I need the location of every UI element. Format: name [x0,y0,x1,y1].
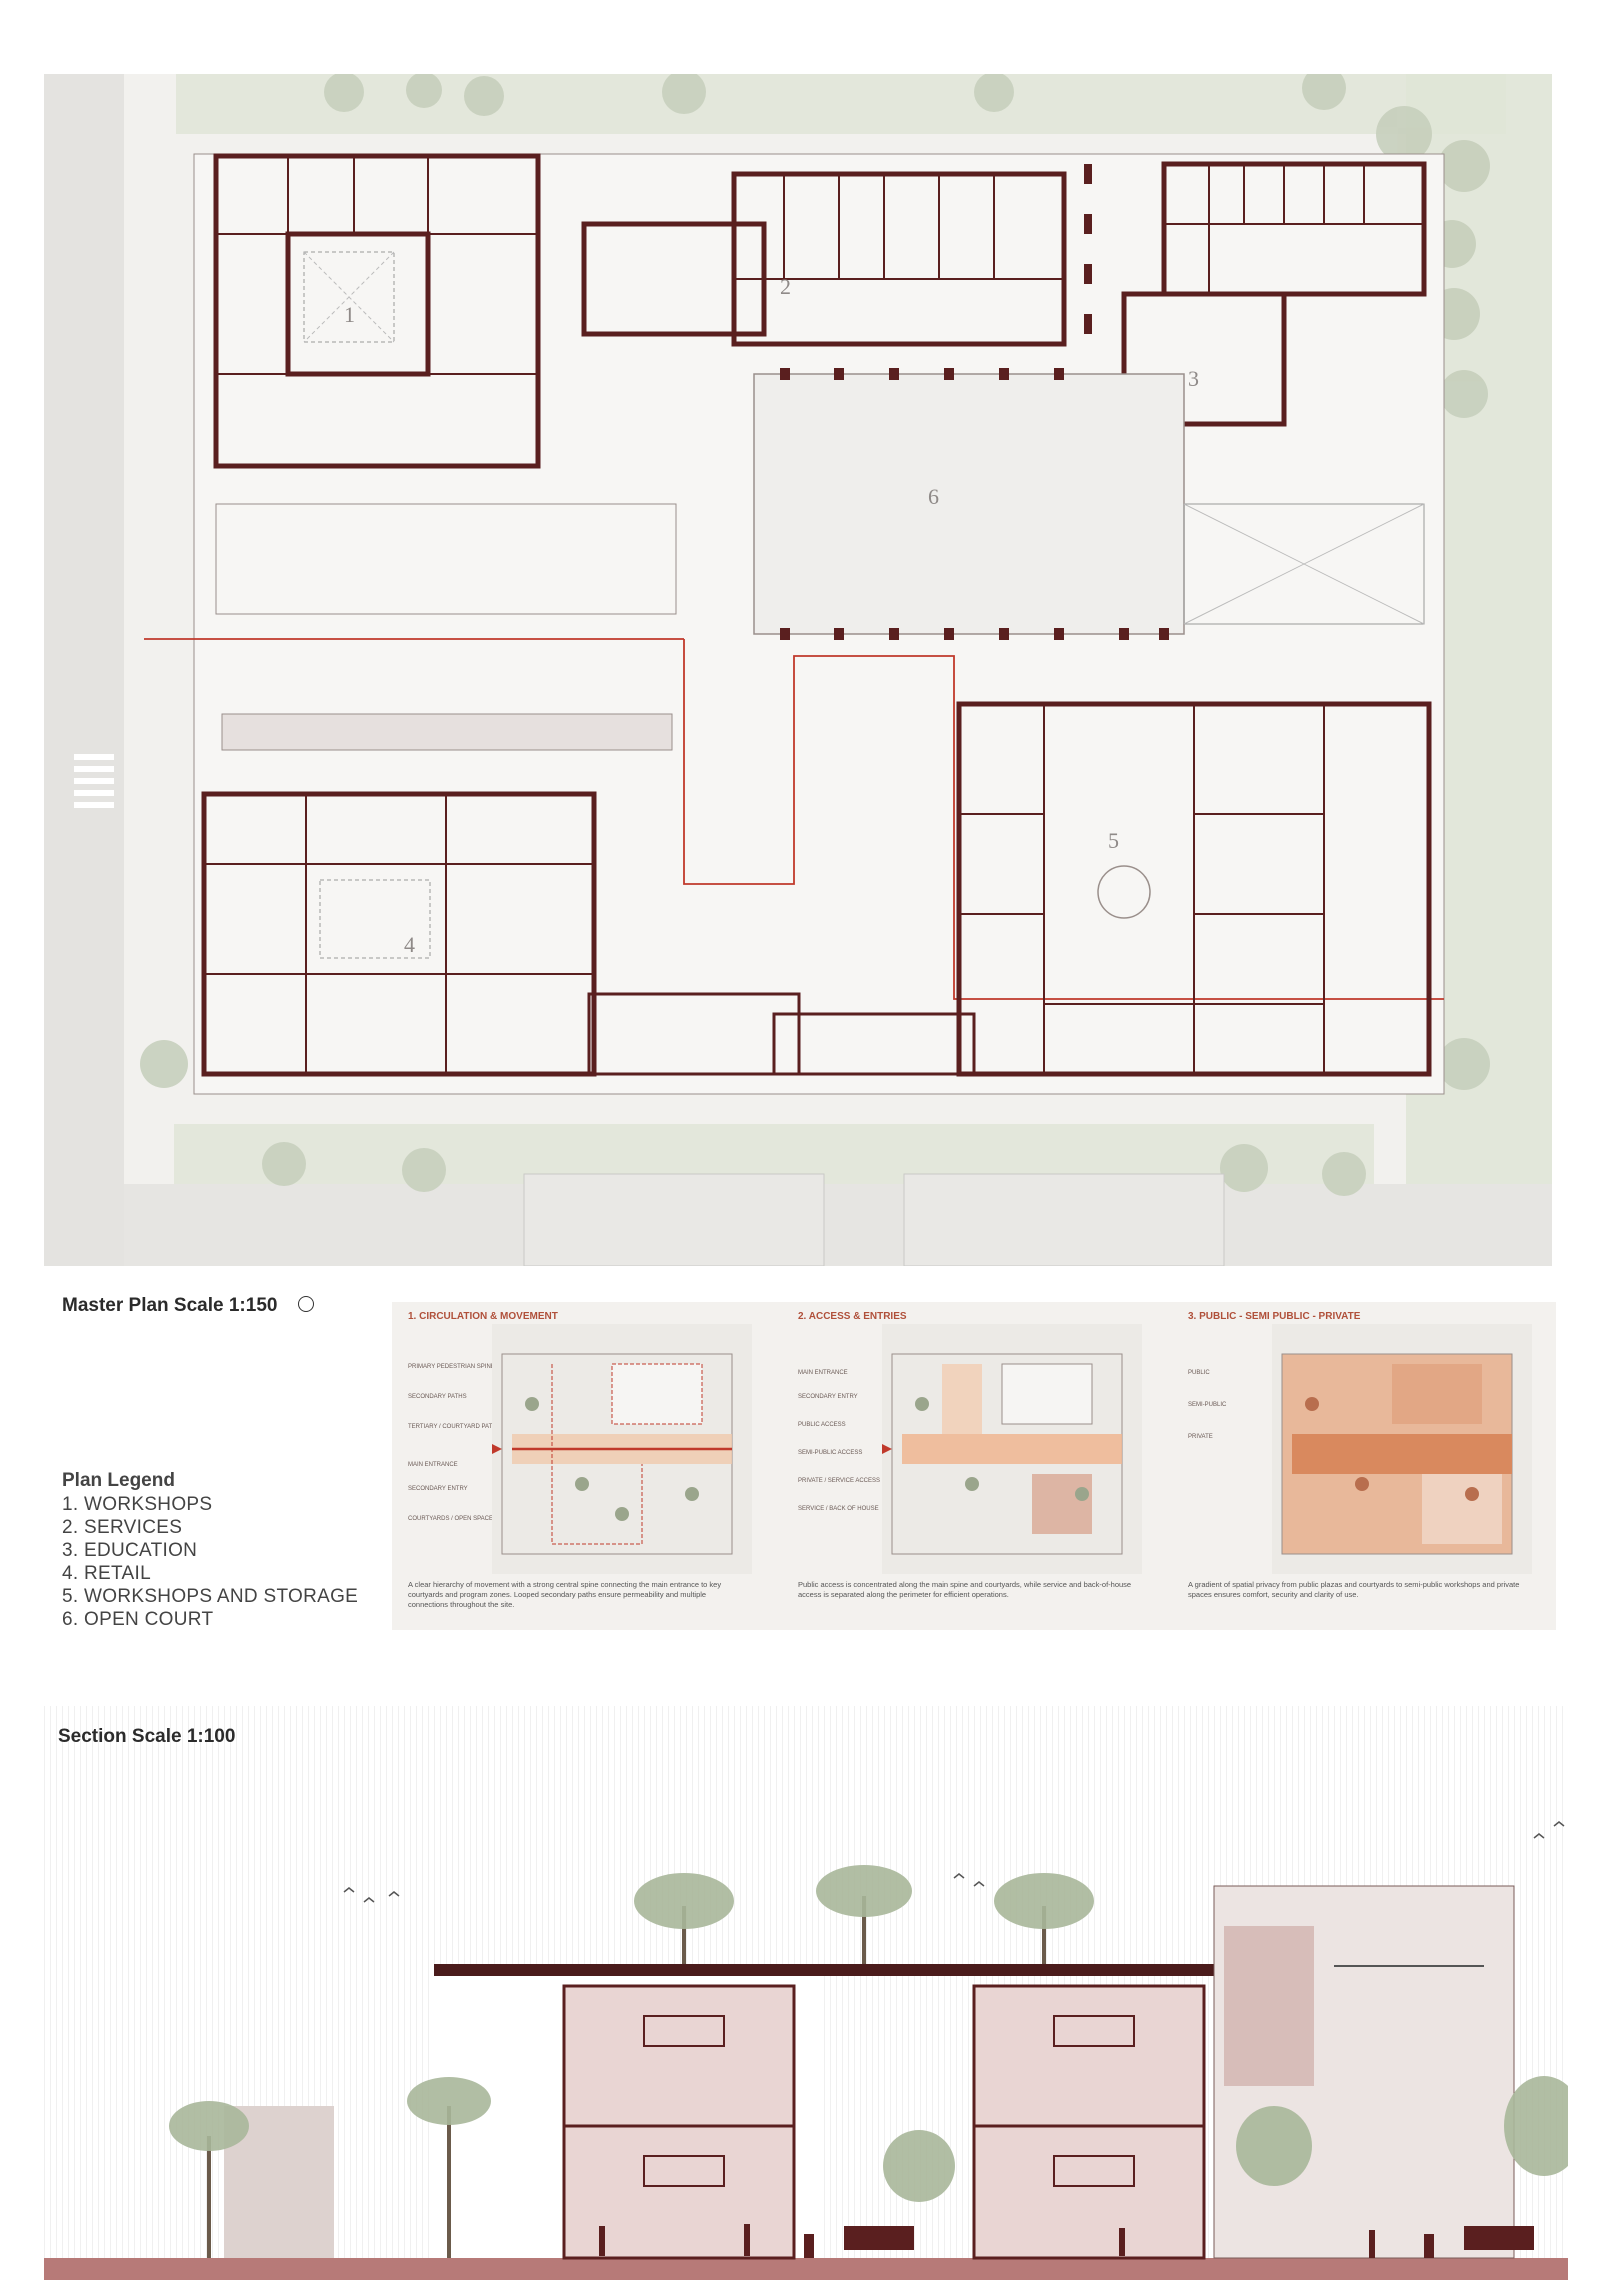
zone-4-label: 4 [404,932,415,957]
diagram-caption: Public access is concentrated along the … [798,1580,1132,1599]
circulation-map [492,1324,752,1574]
section-title: Section Scale 1:100 [58,1726,236,1747]
diagram-caption: A gradient of spatial privacy from publi… [1188,1580,1520,1599]
diagram-key: SECONDARY PATHS [408,1394,467,1400]
legend-item: 1. WORKSHOPS [62,1494,213,1515]
legend-item: 3. EDUCATION [62,1540,198,1561]
legend-item: 6. OPEN COURT [62,1609,214,1630]
diagram-title: 1. CIRCULATION & MOVEMENT [408,1311,558,1322]
diagram-title: 2. ACCESS & ENTRIES [798,1311,907,1322]
legend-item: 2. SERVICES [62,1517,183,1538]
zone-6-label: 6 [928,484,939,509]
diagram-key: SERVICE / BACK OF HOUSE [798,1506,879,1512]
diagram-privacy: 3. PUBLIC - SEMI PUBLIC - PRIVATE PUBLIC… [1172,1302,1552,1630]
privacy-map [1272,1324,1532,1574]
diagram-key: PRIMARY PEDESTRIAN SPINE [408,1364,495,1370]
diagram-key: SEMI-PUBLIC [1188,1402,1227,1408]
diagram-access: 2. ACCESS & ENTRIES MAIN ENTRANCE SECOND… [782,1302,1162,1630]
diagram-title: 3. PUBLIC - SEMI PUBLIC - PRIVATE [1188,1311,1361,1322]
diagram-caption: A clear hierarchy of movement with a str… [408,1580,722,1609]
building-section [44,1706,1584,2280]
zone-5-label: 5 [1108,828,1119,853]
diagram-key: TERTIARY / COURTYARD PATHS [408,1424,501,1430]
section-drawing [44,1706,1584,2280]
diagram-key: PUBLIC [1188,1370,1210,1376]
diagram-key: SECONDARY ENTRY [408,1486,468,1492]
diagram-key: SECONDARY ENTRY [798,1394,858,1400]
diagram-key: MAIN ENTRANCE [408,1462,458,1468]
zone-1-label: 1 [344,302,355,327]
zone-2-label: 2 [780,274,791,299]
diagram-key: SEMI-PUBLIC ACCESS [798,1450,863,1456]
master-plan-title: Master Plan Scale 1:150 [62,1295,278,1316]
diagram-key: COURTYARDS / OPEN SPACES [408,1516,498,1522]
master-plan: 1 2 3 4 5 6 [44,74,1552,1266]
zone-3-label: 3 [1188,366,1199,391]
diagram-circulation: 1. CIRCULATION & MOVEMENT PRIMARY PEDEST… [392,1302,772,1630]
north-arrow-icon [298,1296,314,1312]
analysis-diagrams: 1. CIRCULATION & MOVEMENT PRIMARY PEDEST… [392,1302,1556,1630]
legend-item: 4. RETAIL [62,1563,151,1584]
access-map [882,1324,1142,1574]
legend-heading: Plan Legend [62,1470,175,1491]
master-plan-drawing: 1 2 3 4 5 6 [44,74,1552,1266]
diagram-key: MAIN ENTRANCE [798,1370,848,1376]
legend-item: 5. WORKSHOPS AND STORAGE [62,1586,359,1607]
diagram-key: PRIVATE / SERVICE ACCESS [798,1478,881,1484]
diagram-key: PUBLIC ACCESS [798,1422,846,1428]
diagram-key: PRIVATE [1188,1434,1213,1440]
